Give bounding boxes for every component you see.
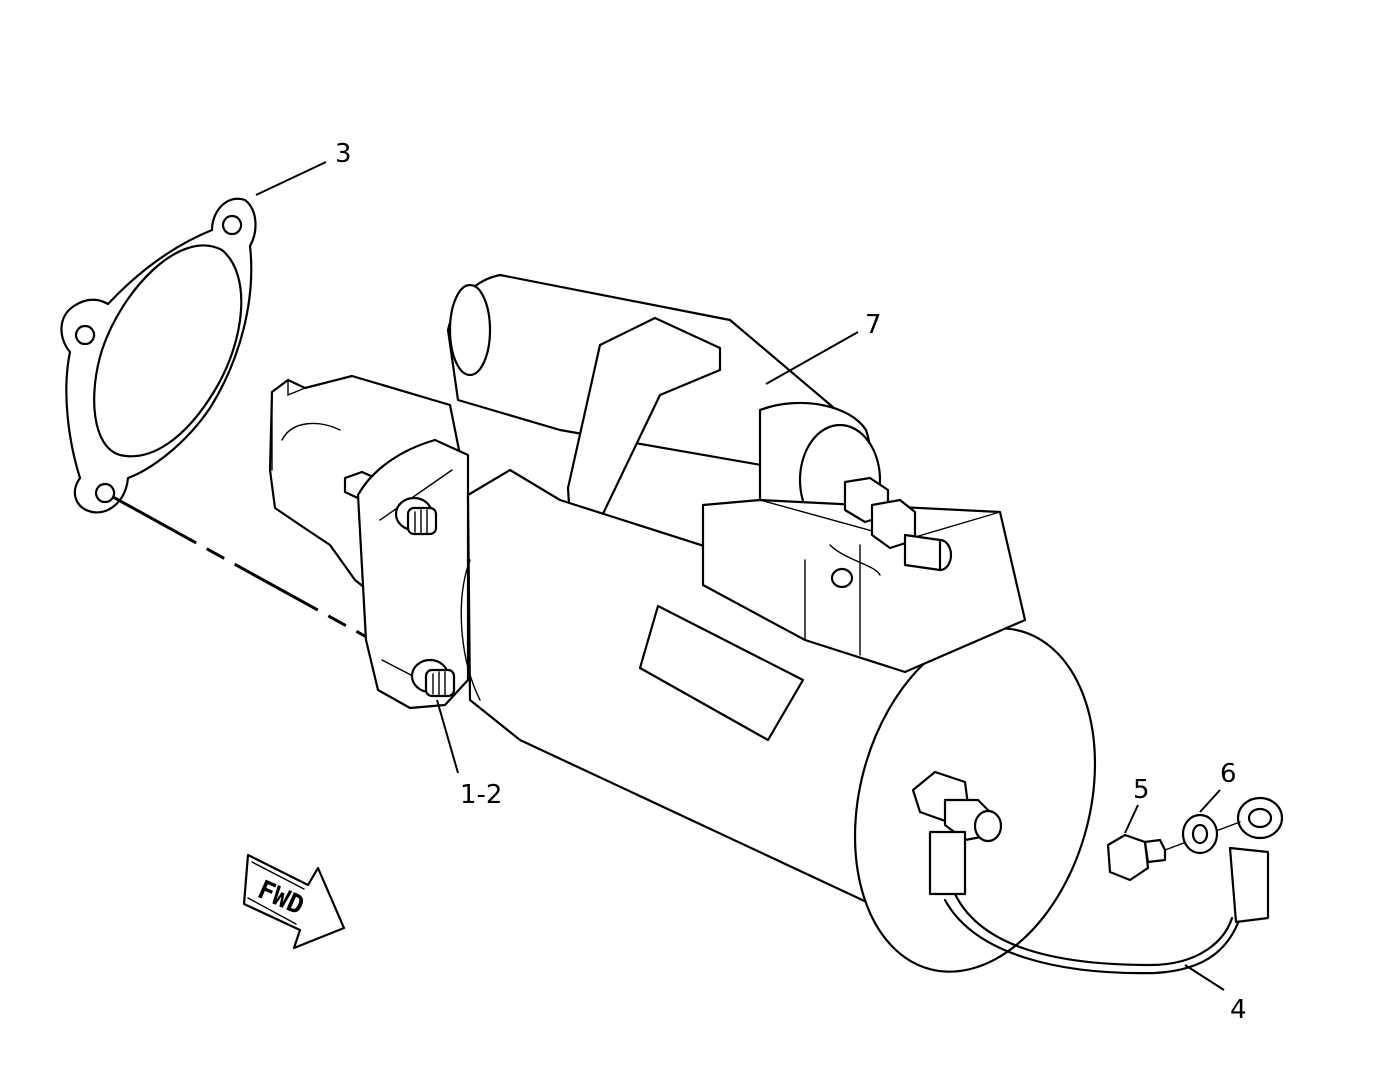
starter-motor: [268, 273, 1097, 973]
washer: [1181, 813, 1219, 855]
leader-lines: [255, 161, 1225, 991]
mounting-bolt-lower: [410, 658, 456, 698]
callout-1-2: 1-2: [460, 780, 502, 810]
callout-5: 5: [1133, 775, 1150, 805]
cable-assembly: [928, 796, 1284, 975]
mounting-bolt-upper: [394, 496, 438, 536]
gasket: [60, 197, 257, 514]
callout-3: 3: [335, 139, 352, 169]
callout-6: 6: [1220, 759, 1237, 789]
fwd-direction-arrow: FWD: [242, 853, 346, 950]
alignment-line: [112, 495, 373, 642]
callout-7: 7: [865, 310, 882, 340]
callout-4: 4: [1230, 995, 1247, 1025]
nut: [1106, 821, 1241, 882]
